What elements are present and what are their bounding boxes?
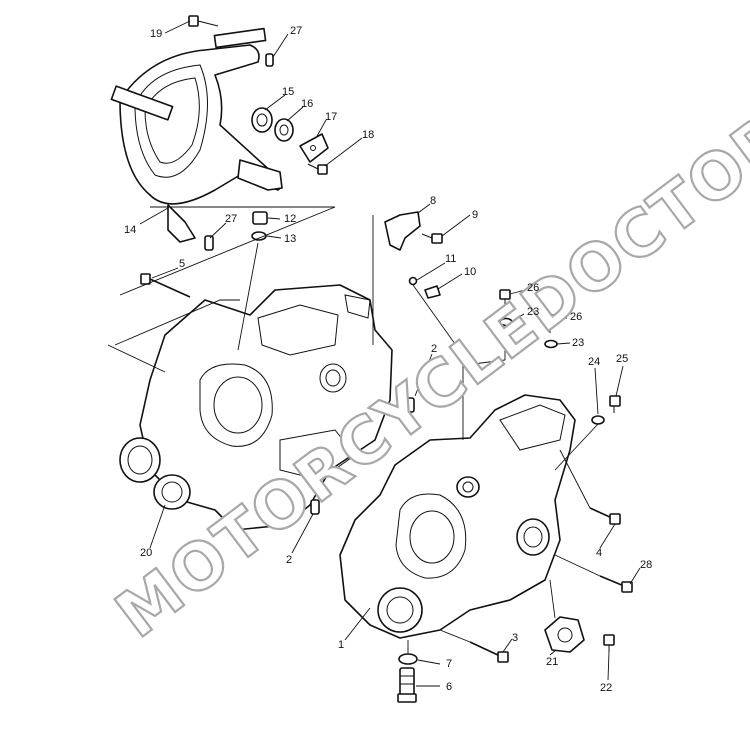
callout-26-right: 26 — [570, 311, 582, 323]
stud-26-left — [499, 289, 511, 312]
bracket-8 — [384, 211, 421, 251]
bolt-25 — [609, 395, 621, 413]
callout-19: 19 — [150, 28, 162, 40]
callout-3: 3 — [512, 632, 518, 644]
callout-18: 18 — [362, 129, 374, 141]
washer-13 — [251, 231, 267, 241]
dowel-pin-27-mid — [204, 235, 214, 251]
callout-7: 7 — [446, 658, 452, 670]
callout-12: 12 — [284, 213, 296, 225]
callout-2-upper: 2 — [431, 343, 437, 355]
bearing-15 — [251, 107, 273, 133]
callout-1: 1 — [338, 639, 344, 651]
cover-21 — [544, 616, 585, 653]
plate-10 — [424, 285, 441, 299]
callout-20: 20 — [140, 547, 152, 559]
dowel-pin-27-top — [265, 53, 274, 67]
callout-13: 13 — [284, 233, 296, 245]
callout-27-mid: 27 — [225, 213, 237, 225]
bolt-3 — [469, 641, 509, 663]
callout-5: 5 — [179, 258, 185, 270]
callout-2-lower: 2 — [286, 554, 292, 566]
crankcase-cover — [110, 27, 283, 243]
screw-18 — [307, 163, 328, 175]
assembly-lines — [107, 206, 601, 654]
washer-7 — [398, 653, 418, 665]
callout-22: 22 — [600, 682, 612, 694]
callout-24: 24 — [588, 356, 600, 368]
plate-17 — [299, 133, 329, 163]
callout-25: 25 — [616, 353, 628, 365]
callout-4-right: 4 — [596, 547, 602, 559]
left-crankcase-half — [119, 284, 393, 531]
callout-23-left: 23 — [527, 306, 539, 318]
washer-23-left — [499, 317, 513, 327]
callout-labels: 19 27 15 16 17 18 14 27 12 13 5 8 9 11 1… — [124, 25, 652, 694]
callout-21: 21 — [546, 656, 558, 668]
bolt-9 — [421, 233, 443, 244]
bolt-4 — [589, 507, 621, 525]
stud-26-right — [544, 314, 556, 333]
bolt-5 — [140, 273, 191, 298]
callout-9: 9 — [472, 209, 478, 221]
callout-6: 6 — [446, 681, 452, 693]
callout-10: 10 — [464, 266, 476, 278]
callout-26-left: 26 — [527, 282, 539, 294]
pin-11 — [408, 276, 418, 286]
callout-23-right: 23 — [572, 337, 584, 349]
dowel-pin-2-upper — [405, 397, 415, 413]
dowel-pin-2-lower — [310, 499, 320, 515]
plug-12 — [252, 211, 268, 225]
right-crankcase-half — [339, 394, 576, 639]
callout-8: 8 — [430, 195, 436, 207]
bolt-19 — [188, 15, 219, 27]
washer-24 — [591, 415, 605, 425]
callout-28: 28 — [640, 559, 652, 571]
callout-14: 14 — [124, 224, 136, 236]
callout-leaders — [139, 20, 641, 687]
callout-16: 16 — [301, 98, 313, 110]
oil-seal-16 — [274, 118, 294, 142]
callout-17: 17 — [325, 111, 337, 123]
callout-27-top: 27 — [290, 25, 302, 37]
callout-15: 15 — [282, 86, 294, 98]
callout-11: 11 — [445, 253, 456, 265]
bolt-22 — [603, 634, 615, 652]
bolt-28 — [599, 575, 633, 593]
drain-bolt-6 — [397, 667, 417, 703]
